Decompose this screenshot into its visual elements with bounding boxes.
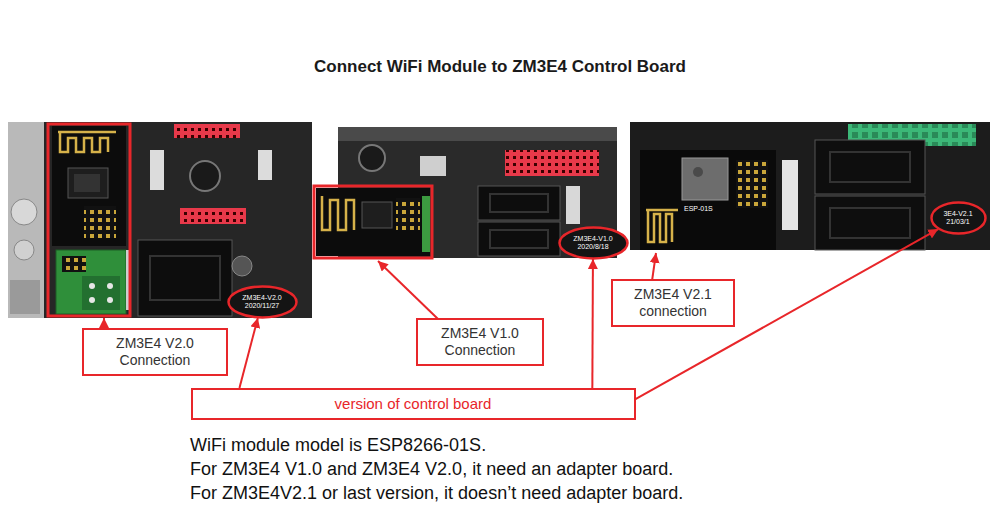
board-detail bbox=[362, 202, 392, 228]
module-marking: ESP-01S bbox=[684, 205, 713, 213]
version-marking: ZM3E4-V2.0 2020/11/27 bbox=[227, 285, 298, 319]
board-version-text: ZM3E4-V2.0 2020/11/27 bbox=[241, 294, 283, 311]
board-detail bbox=[11, 199, 37, 225]
pointer-arrow bbox=[591, 259, 594, 388]
board-detail bbox=[138, 240, 232, 316]
board-detail bbox=[103, 318, 105, 328]
version-callout-box: version of control board bbox=[191, 388, 636, 420]
board-detail bbox=[89, 283, 95, 289]
board-detail bbox=[107, 297, 113, 303]
board-detail bbox=[74, 174, 100, 192]
board-detail bbox=[190, 161, 220, 191]
diagram-title: Connect WiFi Module to ZM3E4 Control Boa… bbox=[0, 57, 1000, 77]
board-detail bbox=[68, 168, 108, 198]
board-detail bbox=[62, 256, 86, 272]
callout-arrows bbox=[104, 253, 656, 328]
board-detail bbox=[640, 150, 776, 250]
board-detail bbox=[316, 188, 430, 256]
board-version-text: ZM3E4-V1.0 2020/8/18 bbox=[572, 235, 614, 252]
note-line: For ZM3E4V2.1 or last version, it doesn’… bbox=[190, 483, 683, 505]
board-detail bbox=[107, 283, 113, 289]
marking-ring bbox=[228, 287, 296, 318]
board-detail bbox=[82, 276, 120, 310]
board-detail bbox=[652, 253, 656, 281]
board-detail bbox=[174, 124, 240, 138]
board-detail bbox=[48, 124, 130, 316]
board-detail bbox=[505, 150, 599, 176]
board-detail bbox=[359, 145, 385, 171]
board-detail bbox=[378, 261, 438, 319]
board-detail bbox=[422, 196, 430, 252]
board-detail bbox=[782, 160, 798, 230]
board-detail bbox=[180, 208, 246, 224]
version-marking: ZM3E4-V1.0 2020/8/18 bbox=[558, 226, 629, 260]
board-detail bbox=[646, 210, 678, 242]
board-detail bbox=[420, 156, 446, 176]
board-detail bbox=[14, 240, 34, 260]
board-detail bbox=[322, 196, 354, 230]
board-detail bbox=[8, 122, 44, 318]
board-detail bbox=[58, 132, 116, 152]
board-detail bbox=[150, 256, 220, 300]
board-detail bbox=[736, 160, 768, 208]
board-version-text: 3E4-V2.1 21/03/1 bbox=[942, 210, 974, 227]
board-detail bbox=[693, 167, 703, 177]
v20-board-photo bbox=[8, 122, 312, 318]
board-detail bbox=[830, 152, 910, 182]
board-detail bbox=[815, 140, 925, 194]
board-detail bbox=[150, 150, 164, 190]
callout-text: ZM3E4 V2.0 Connection bbox=[92, 335, 218, 369]
pointer-arrow bbox=[239, 318, 257, 388]
version-marking: 3E4-V2.1 21/03/1 bbox=[930, 201, 987, 235]
board-detail bbox=[478, 186, 560, 220]
board-detail bbox=[89, 297, 95, 303]
callout-box: ZM3E4 V1.0 Connection bbox=[416, 318, 544, 366]
callout-box: ZM3E4 V2.1 connection bbox=[611, 279, 735, 327]
note-line: WiFi module model is ESP8266-01S. bbox=[190, 435, 486, 457]
board-detail bbox=[490, 194, 548, 212]
board-detail bbox=[314, 186, 432, 258]
board-detail bbox=[10, 280, 40, 314]
board-detail bbox=[258, 150, 272, 180]
board-detail bbox=[52, 126, 126, 246]
board-detail bbox=[338, 127, 617, 141]
callout-text: version of control board bbox=[201, 395, 626, 413]
board-detail bbox=[84, 206, 116, 238]
board-detail bbox=[8, 122, 312, 318]
callout-box: ZM3E4 V2.0 Connection bbox=[82, 328, 228, 376]
note-line: For ZM3E4 V1.0 and ZM3E4 V2.0, it need a… bbox=[190, 459, 673, 481]
board-detail bbox=[815, 196, 925, 250]
board-detail bbox=[56, 250, 126, 314]
board-detail bbox=[566, 186, 580, 224]
marking-ring bbox=[559, 228, 627, 259]
callout-text: ZM3E4 V1.0 Connection bbox=[426, 325, 534, 359]
board-detail bbox=[682, 158, 728, 200]
board-detail bbox=[490, 230, 548, 248]
board-detail bbox=[830, 208, 910, 238]
callout-text: ZM3E4 V2.1 connection bbox=[621, 286, 725, 320]
board-detail bbox=[232, 256, 252, 276]
marking-ring bbox=[931, 203, 985, 234]
board-detail bbox=[396, 198, 420, 230]
board-detail bbox=[478, 222, 560, 256]
